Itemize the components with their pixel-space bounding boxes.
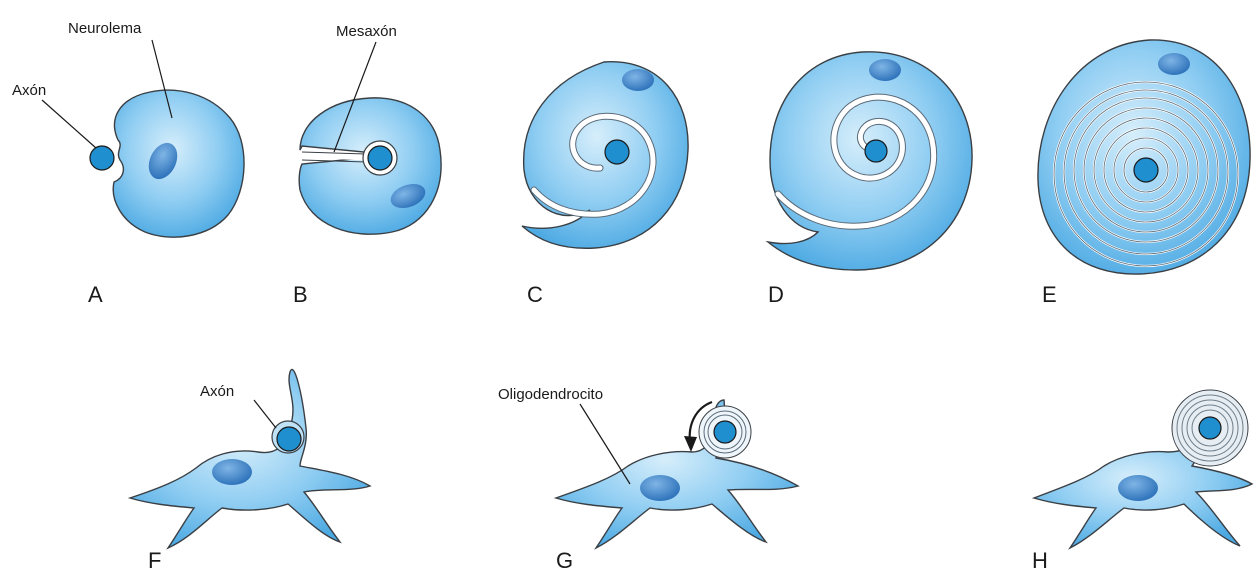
label-neurolema: Neurolema bbox=[68, 20, 142, 37]
leader-axon-f bbox=[254, 400, 276, 428]
panel-letter-a: A bbox=[88, 282, 103, 307]
axon-a bbox=[90, 146, 114, 170]
leader-axon-a bbox=[42, 100, 96, 148]
nucleus-f bbox=[212, 459, 252, 485]
panel-f: Axón F bbox=[130, 369, 370, 573]
mesaxon-line-b bbox=[302, 155, 366, 158]
rotation-arrowhead-g bbox=[684, 436, 697, 452]
nucleus-d bbox=[869, 59, 901, 81]
nucleus-h bbox=[1118, 475, 1158, 501]
panel-letter-h: H bbox=[1032, 548, 1048, 573]
panel-g: Oligodendrocito G bbox=[498, 386, 798, 573]
axon-h bbox=[1199, 417, 1221, 439]
axon-d bbox=[865, 140, 887, 162]
panel-letter-b: B bbox=[293, 282, 308, 307]
schwann-cell-e bbox=[1038, 40, 1250, 274]
schwann-cell-a bbox=[113, 90, 244, 237]
oligodendrocyte-g bbox=[556, 400, 798, 548]
panel-h: H bbox=[1032, 390, 1252, 573]
panel-c: C bbox=[522, 62, 688, 307]
panel-b: Mesaxón B bbox=[293, 23, 441, 307]
axon-g bbox=[714, 421, 736, 443]
nucleus-e bbox=[1158, 53, 1190, 75]
leader-oligodendrocito bbox=[580, 404, 630, 484]
nucleus-g bbox=[640, 475, 680, 501]
panel-letter-d: D bbox=[768, 282, 784, 307]
label-axon-f: Axón bbox=[200, 383, 234, 400]
axon-c bbox=[605, 140, 629, 164]
panel-d: D bbox=[768, 52, 972, 307]
panel-a: Axón Neurolema A bbox=[12, 20, 244, 307]
label-mesaxon: Mesaxón bbox=[336, 23, 397, 40]
panel-letter-c: C bbox=[527, 282, 543, 307]
label-oligodendrocito: Oligodendrocito bbox=[498, 386, 603, 403]
nucleus-c bbox=[622, 69, 654, 91]
axon-f bbox=[277, 427, 301, 451]
panel-e: E bbox=[1038, 40, 1250, 307]
oligodendrocyte-f bbox=[130, 369, 370, 548]
panel-letter-g: G bbox=[556, 548, 573, 573]
axon-b bbox=[368, 146, 392, 170]
label-axon-a: Axón bbox=[12, 82, 46, 99]
panel-letter-e: E bbox=[1042, 282, 1057, 307]
axon-e bbox=[1134, 158, 1158, 182]
panel-letter-f: F bbox=[148, 548, 161, 573]
